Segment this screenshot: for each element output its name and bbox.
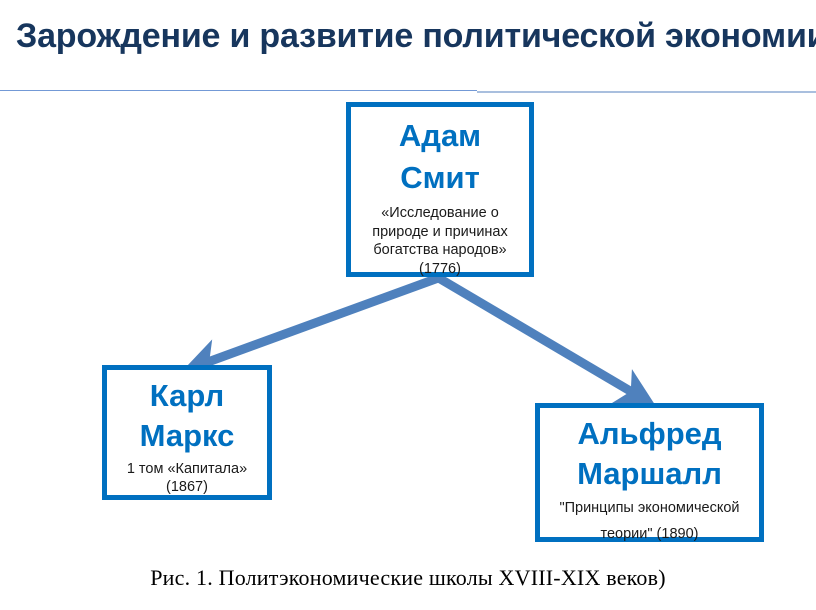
node-name-alfred-marshall: Альфред Маршалл	[577, 416, 722, 491]
node-name-adam-smith: Адам Смит	[398, 118, 482, 196]
node-name-karl-marx: Карл Маркс	[139, 378, 235, 454]
node-karl-marx[interactable]: Карл Маркс 1 том «Капитала» (1867)	[102, 365, 272, 500]
figure-caption: Рис. 1. Политэкономические школы XVIII-X…	[150, 565, 666, 590]
node-adam-smith[interactable]: Адам Смит «Исследование о природе и прич…	[346, 102, 534, 277]
node-work-adam-smith: «Исследование о природе и причинах богат…	[372, 205, 508, 277]
arrow-smith-to-marx	[181, 272, 443, 377]
page-title: Зарождение и развитие политической эконо…	[16, 17, 816, 55]
node-work-alfred-marshall: "Принципы экономической теории" (1890)	[559, 500, 740, 543]
title-underline-right	[477, 91, 816, 93]
arrow-smith-to-marshall	[434, 273, 656, 407]
node-work-karl-marx: 1 том «Капитала» (1867)	[126, 460, 248, 496]
node-alfred-marshall[interactable]: Альфред Маршалл "Принципы экономической …	[535, 403, 764, 542]
title-underline-left	[0, 90, 477, 91]
